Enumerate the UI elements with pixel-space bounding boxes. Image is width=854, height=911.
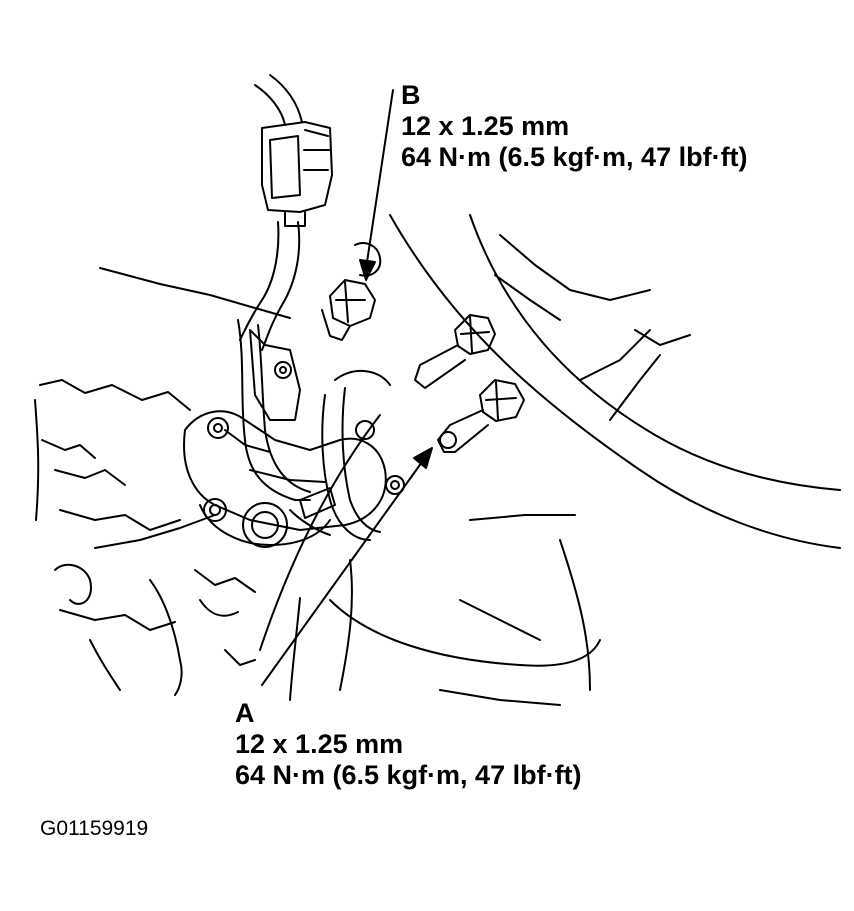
callout-a-torque: 64 N·m (6.5 kgf·m, 47 lbf·ft) [235, 760, 582, 790]
harness-bracket [237, 221, 391, 541]
bolt-a [437, 379, 525, 453]
sensor-connector [254, 74, 333, 227]
callout-b-torque: 64 N·m (6.5 kgf·m, 47 lbf·ft) [401, 142, 748, 172]
figure-id: G01159919 [40, 817, 149, 840]
mount-bracket [183, 410, 405, 548]
housing-arcs [259, 214, 841, 667]
arrow-a-head [413, 447, 433, 469]
leader-lines [261, 89, 433, 686]
arrow-a-line [261, 461, 423, 686]
callout-b-size: 12 x 1.25 mm [401, 111, 570, 141]
arrow-b-head [359, 259, 376, 281]
arrow-b-line [366, 89, 394, 263]
callout-b-letter: B [401, 80, 421, 110]
callout-b: B 12 x 1.25 mm 64 N·m (6.5 kgf·m, 47 lbf… [401, 80, 748, 173]
callout-a-letter: A [235, 698, 255, 728]
callout-a-size: 12 x 1.25 mm [235, 729, 404, 759]
engine-block-outline [34, 234, 691, 706]
bolt-upper [414, 314, 496, 389]
callout-a: A 12 x 1.25 mm 64 N·m (6.5 kgf·m, 47 lbf… [235, 698, 582, 791]
bolt-b [321, 242, 382, 341]
